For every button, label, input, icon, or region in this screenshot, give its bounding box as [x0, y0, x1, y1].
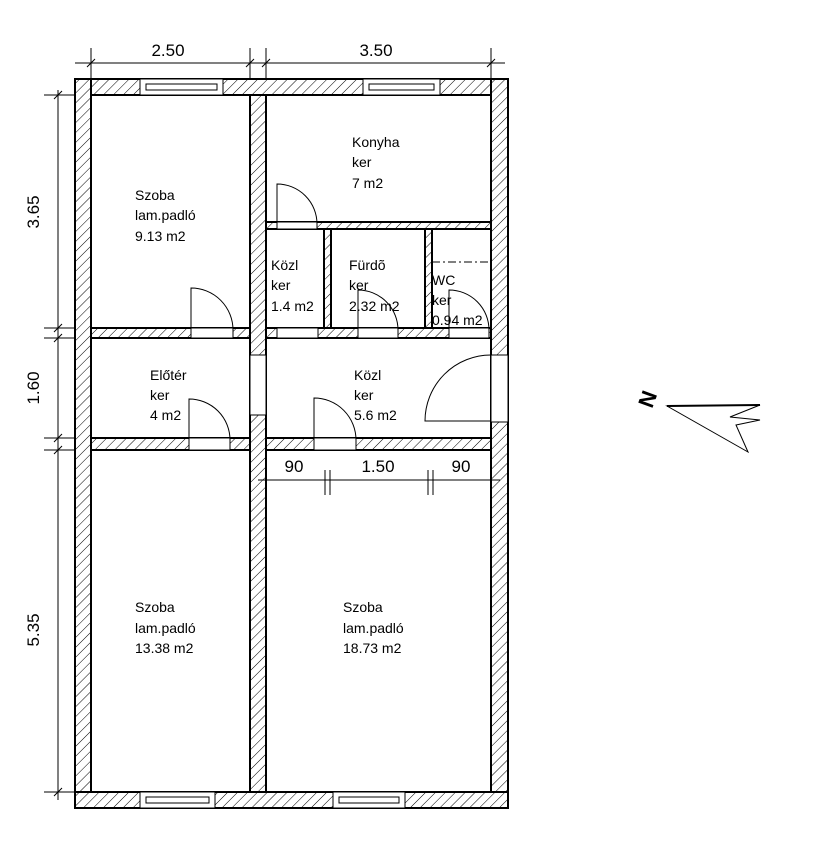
room-label-kozl-small: Közl ker 1.4 m2 — [271, 257, 314, 314]
north-arrow-icon: N — [633, 387, 761, 454]
svg-text:13.38 m2: 13.38 m2 — [135, 640, 194, 656]
dimension-left-middle: 1.60 — [24, 371, 43, 404]
entrance-door[interactable] — [424, 354, 509, 423]
svg-text:5.6 m2: 5.6 m2 — [354, 407, 397, 423]
room-label-szoba-bottom-left: Szoba lam.padló 13.38 m2 — [135, 599, 196, 656]
room-label-furdo: Fürdõ ker 2.32 m2 — [349, 257, 400, 314]
window — [332, 791, 406, 809]
inner-dimension-line — [258, 470, 500, 495]
top-dimension-line — [75, 48, 505, 79]
door-szoba[interactable] — [190, 287, 234, 339]
svg-text:2.32 m2: 2.32 m2 — [349, 298, 400, 314]
svg-text:7 m2: 7 m2 — [352, 175, 383, 191]
room-label-wc: WC ker 0.94 m2 — [432, 272, 483, 328]
room-label-eloter: Előtér ker 4 m2 — [150, 367, 187, 423]
window — [362, 78, 441, 96]
svg-text:Szoba: Szoba — [135, 187, 175, 203]
svg-text:ker: ker — [432, 292, 452, 308]
svg-text:4 m2: 4 m2 — [150, 407, 181, 423]
svg-text:WC: WC — [432, 272, 455, 288]
dimension-left-bottom: 5.35 — [24, 613, 43, 646]
svg-text:Előtér: Előtér — [150, 367, 187, 383]
window — [139, 791, 216, 809]
dimension-top-left: 2.50 — [151, 41, 184, 60]
dimension-inner-right: 90 — [452, 457, 471, 476]
svg-text:Fürdõ: Fürdõ — [349, 257, 386, 273]
svg-text:Közl: Közl — [271, 257, 298, 273]
svg-text:lam.padló: lam.padló — [135, 207, 196, 223]
left-dimension-line — [44, 90, 75, 800]
door-furdo[interactable] — [357, 289, 399, 339]
svg-text:1.4 m2: 1.4 m2 — [271, 298, 314, 314]
room-label-szoba-bottom-right: Szoba lam.padló 18.73 m2 — [343, 599, 404, 656]
svg-text:lam.padló: lam.padló — [135, 620, 196, 636]
door-kozl-lower[interactable] — [313, 397, 357, 451]
dimension-top-right: 3.50 — [359, 41, 392, 60]
svg-text:ker: ker — [150, 387, 170, 403]
dimension-inner-middle: 1.50 — [361, 457, 394, 476]
room-label-szoba-top: Szoba lam.padló 9.13 m2 — [135, 187, 196, 244]
room-label-kozl: Közl ker 5.6 m2 — [354, 367, 397, 423]
room-label-konyha: Konyha ker 7 m2 — [352, 134, 400, 191]
svg-text:18.73 m2: 18.73 m2 — [343, 640, 402, 656]
door-konyha[interactable] — [276, 183, 318, 230]
svg-text:N: N — [633, 387, 662, 410]
door-wc[interactable] — [448, 289, 490, 339]
svg-text:Közl: Közl — [354, 367, 381, 383]
svg-text:9.13 m2: 9.13 m2 — [135, 228, 186, 244]
dimension-inner-left: 90 — [285, 457, 304, 476]
svg-text:0.94 m2: 0.94 m2 — [432, 312, 483, 328]
svg-text:ker: ker — [354, 387, 374, 403]
svg-text:Szoba: Szoba — [135, 599, 175, 615]
dimension-left-top: 3.65 — [24, 195, 43, 228]
window — [139, 78, 224, 96]
svg-text:ker: ker — [352, 154, 372, 170]
svg-text:ker: ker — [349, 277, 369, 293]
passage-opening — [249, 354, 267, 416]
svg-text:Konyha: Konyha — [352, 134, 400, 150]
svg-text:ker: ker — [271, 277, 291, 293]
door-kozl-small[interactable] — [276, 327, 319, 339]
door-eloter[interactable] — [188, 398, 231, 451]
svg-text:lam.padló: lam.padló — [343, 620, 404, 636]
svg-text:Szoba: Szoba — [343, 599, 383, 615]
